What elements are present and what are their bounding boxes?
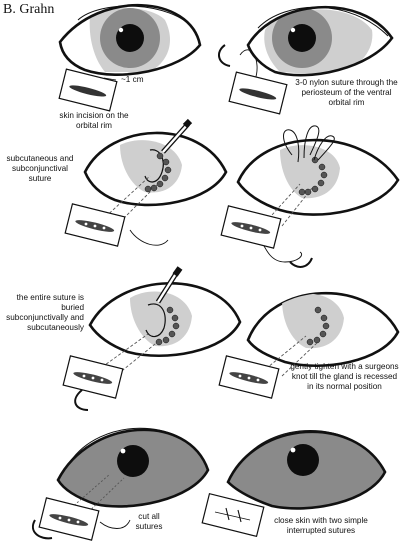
panel-5-forceps	[155, 266, 183, 304]
buried-suture-caption: the entire suture is buried subconjuncti…	[6, 293, 84, 332]
panel-2-eye	[246, 5, 394, 77]
tighten-caption: gently tighten with a surgeons knot till…	[290, 362, 399, 391]
skin-incision-caption: skin incision on the orbital rim	[59, 111, 129, 130]
close-skin-caption: close skin with two simple interrupted s…	[274, 516, 368, 535]
panel-5-suture-path	[74, 333, 161, 411]
panel-6-eye	[246, 291, 400, 368]
panel-5-eye	[88, 282, 242, 358]
panel-7-suture-path	[61, 473, 131, 529]
panel-4-skin-flap	[220, 205, 282, 249]
panel-4-eye	[236, 125, 400, 216]
panel-5-skin-flap	[62, 355, 124, 399]
panel-2-skin-flap	[228, 71, 288, 115]
figure-credit: B. Grahn	[3, 2, 55, 17]
nylon-suture-caption: 3-0 nylon suture through the periosteum …	[295, 78, 398, 107]
cut-sutures-caption: cut all sutures	[135, 512, 163, 531]
panel-1-eye	[58, 3, 202, 76]
subcutaneous-caption: subcutaneous and subconjunctival suture	[6, 154, 74, 183]
panel-3-eye	[83, 131, 228, 207]
panel-3-forceps	[161, 118, 193, 154]
panel-6-suture-path	[261, 335, 319, 377]
panel-7-skin-flap	[32, 497, 100, 541]
panel-8-skin-flap	[201, 492, 265, 538]
size-label: ~1 cm	[121, 75, 144, 84]
panel-1-skin-flap	[58, 68, 118, 112]
panel-3-skin-flap	[64, 203, 126, 247]
panel-8-eye	[226, 430, 387, 510]
panel-6-skin-flap	[218, 355, 280, 399]
panel-7-eye	[56, 427, 210, 508]
